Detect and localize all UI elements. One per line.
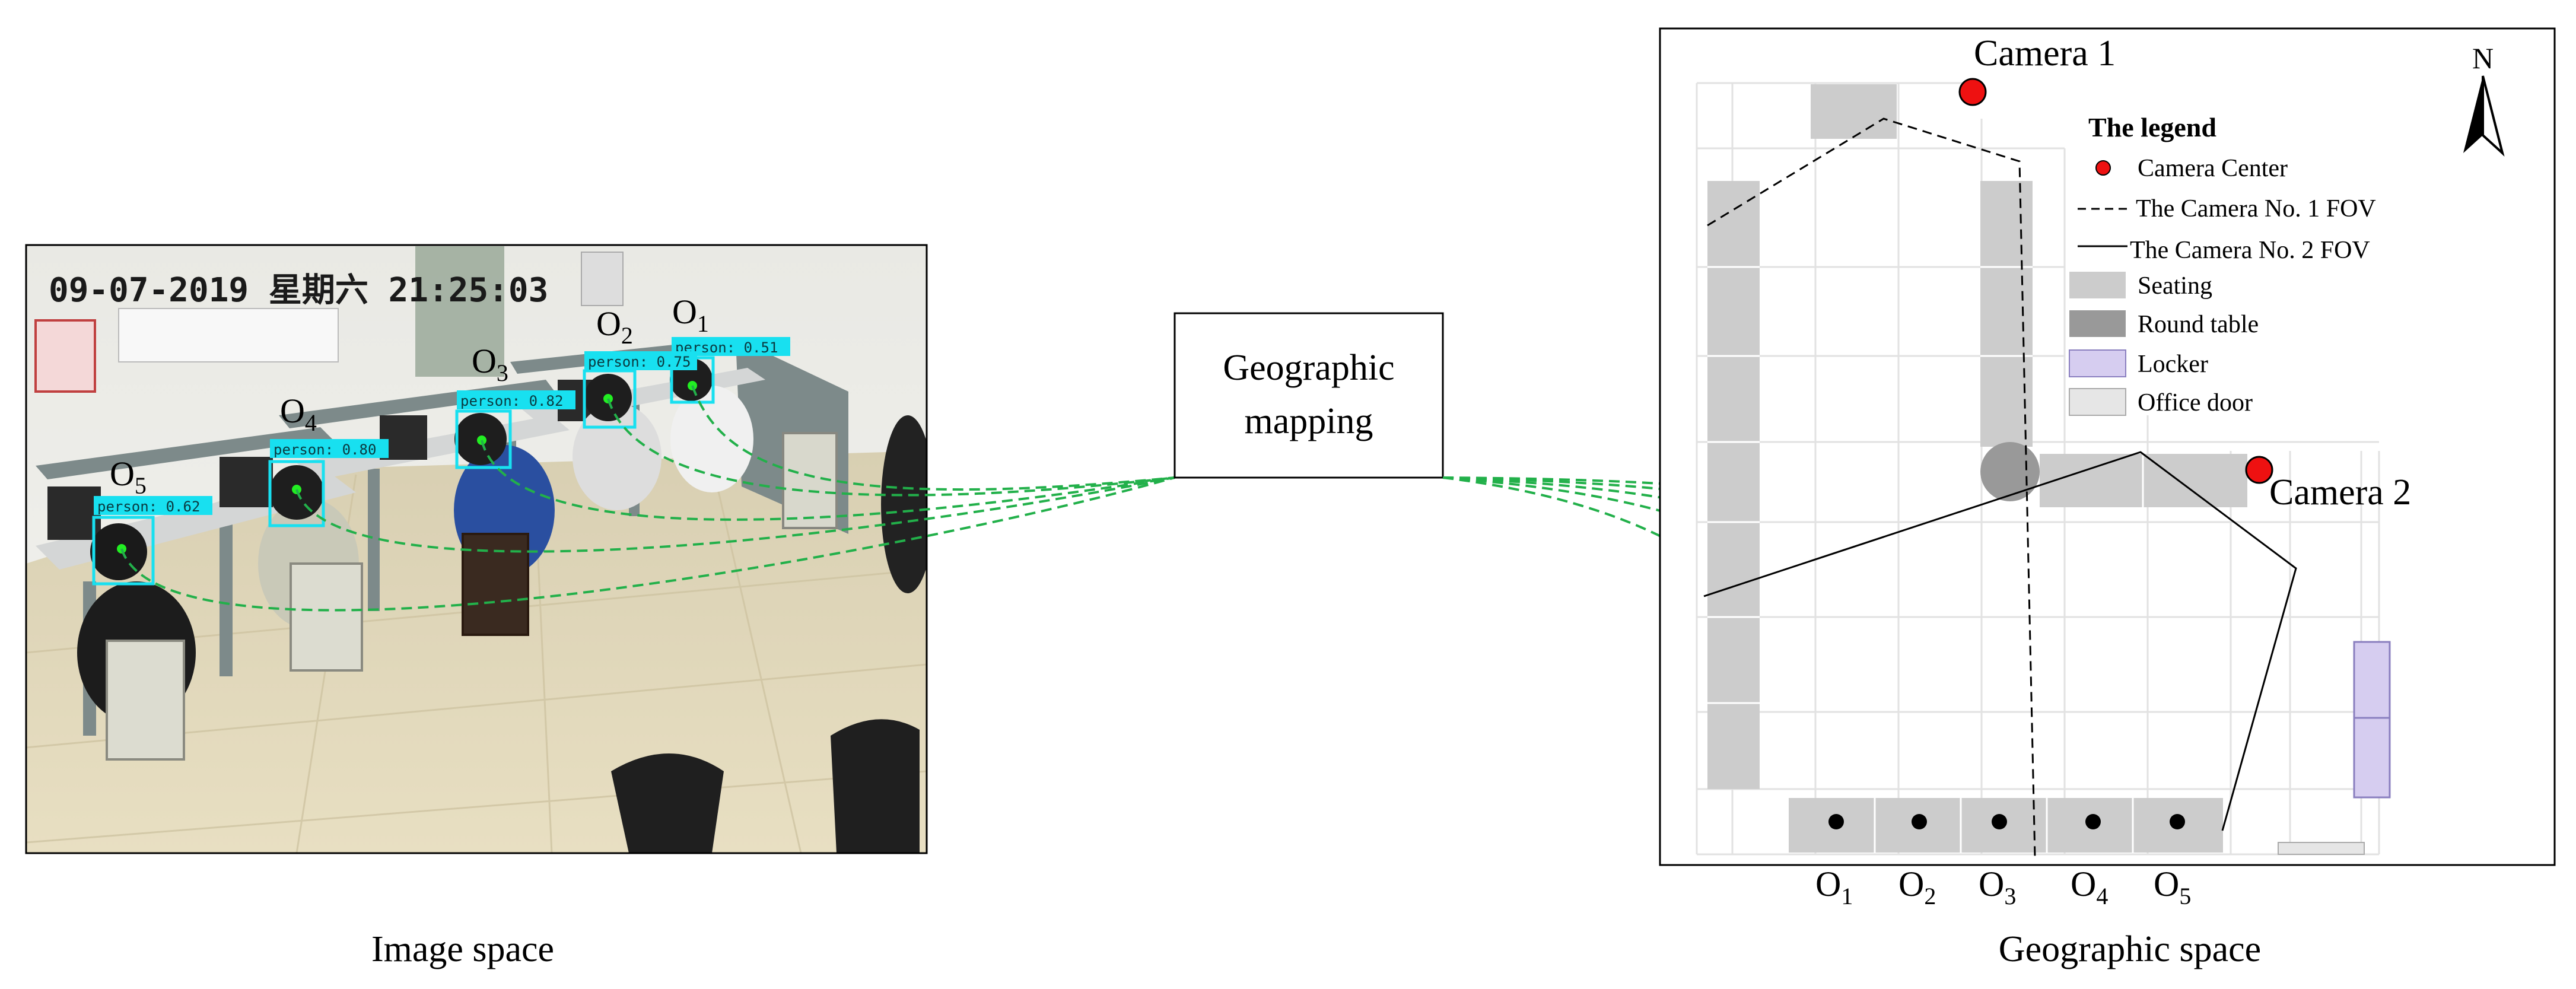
legend-round-table-swatch (2069, 310, 2126, 337)
geographic-mapping-box: Geographic mapping (1175, 313, 1443, 478)
legend-item-camera2-fov: The Camera No. 2 FOV (2130, 237, 2370, 264)
surveillance-photo (26, 245, 934, 853)
camera1-icon (1960, 79, 1986, 105)
seat-left-column (1707, 181, 1760, 789)
wall-poster (36, 320, 95, 392)
floor-plan-frame (1660, 28, 2555, 865)
point-label-o4: O4 (2071, 864, 2108, 910)
seat-top (1811, 84, 1897, 139)
point-label-o5: O5 (2154, 864, 2191, 910)
legend-title: The legend (2088, 112, 2216, 142)
legend-seating-swatch (2069, 272, 2126, 298)
mapped-point-o5 (2170, 814, 2185, 829)
round-table (1980, 442, 2040, 501)
camera2-label: Camera 2 (2269, 472, 2411, 513)
mapped-point-labels: O1 O2 O3 O4 O5 (1815, 864, 2191, 910)
camera2-icon (2246, 457, 2272, 483)
legend-item-camera-center: Camera Center (2138, 155, 2288, 182)
legend-locker-swatch (2069, 350, 2126, 377)
photo-timestamp: 09-07-2019 星期六 21:25:03 (49, 271, 548, 310)
point-label-o2: O2 (1898, 864, 1936, 910)
detection-o4-tag: person: 0.80 (273, 441, 376, 458)
legend-item-round-table: Round table (2138, 311, 2259, 338)
mapping-box-line2: mapping (1245, 401, 1373, 441)
legend-item-seating: Seating (2138, 272, 2212, 300)
floor-plan: Camera 1 Camera 2 N The legend Camera Ce… (1660, 28, 2555, 865)
image-space-label: Image space (371, 929, 554, 969)
geographic-space-label: Geographic space (1999, 929, 2261, 969)
legend-item-camera1-fov: The Camera No. 1 FOV (2136, 195, 2376, 222)
mapping-box-line1: Geographic (1223, 348, 1394, 388)
detection-o2-tag: person: 0.75 (588, 354, 691, 370)
legend-office-door-swatch (2069, 389, 2126, 415)
north-label: N (2472, 42, 2494, 75)
legend-item-locker: Locker (2138, 351, 2208, 378)
wall-notice (119, 309, 338, 362)
mapped-point-o2 (1912, 814, 1927, 829)
detection-o5-tag: person: 0.62 (97, 498, 200, 515)
wall-sign (581, 252, 623, 306)
point-label-o1: O1 (1815, 864, 1853, 910)
mapped-point-o4 (2085, 814, 2101, 829)
mapping-box-frame (1175, 313, 1443, 478)
office-door (2278, 842, 2364, 854)
legend-camera-dot-icon (2096, 161, 2110, 175)
detection-o3-tag: person: 0.82 (460, 393, 563, 409)
camera1-label: Camera 1 (1974, 33, 2116, 74)
point-label-o3: O3 (1979, 864, 2016, 910)
legend-item-office-door: Office door (2138, 389, 2253, 416)
locker (2354, 642, 2390, 797)
mapped-point-o1 (1828, 814, 1844, 829)
mapped-point-o3 (1992, 814, 2007, 829)
